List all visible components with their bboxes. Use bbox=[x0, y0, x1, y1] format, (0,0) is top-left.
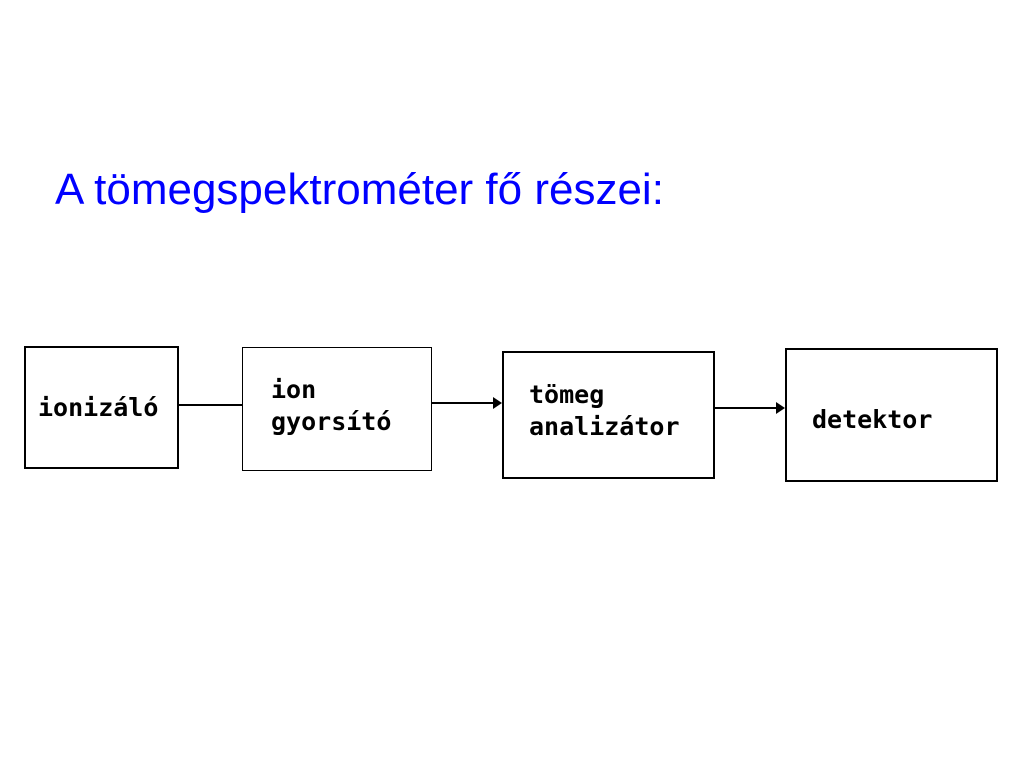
accelerator-box: ion gyorsító bbox=[242, 347, 432, 471]
analyzer-label-line2: analizátor bbox=[529, 412, 680, 441]
accelerator-label-line1: ion bbox=[271, 375, 317, 404]
analyzer-label-line1: tömeg bbox=[529, 380, 605, 409]
accelerator-label: ion gyorsító bbox=[271, 374, 391, 438]
connector-accelerator-analyzer bbox=[432, 402, 494, 404]
analyzer-label: tömeg analizátor bbox=[529, 379, 680, 443]
detector-label: detektor bbox=[812, 404, 932, 436]
arrowhead-accelerator-analyzer bbox=[493, 397, 502, 409]
ionizer-box: ionizáló bbox=[24, 346, 179, 469]
detector-box: detektor bbox=[785, 348, 998, 482]
arrowhead-analyzer-detector bbox=[776, 402, 785, 414]
slide-title: A tömegspektrométer fő részei: bbox=[55, 165, 664, 214]
ionizer-label-line1: ionizáló bbox=[38, 393, 159, 422]
ionizer-label: ionizáló bbox=[38, 392, 158, 424]
connector-analyzer-detector bbox=[715, 407, 777, 409]
detector-label-line1: detektor bbox=[812, 405, 933, 434]
analyzer-box: tömeg analizátor bbox=[502, 351, 715, 479]
accelerator-label-line2: gyorsító bbox=[271, 407, 392, 436]
connector-ionizer-accelerator bbox=[179, 404, 243, 406]
